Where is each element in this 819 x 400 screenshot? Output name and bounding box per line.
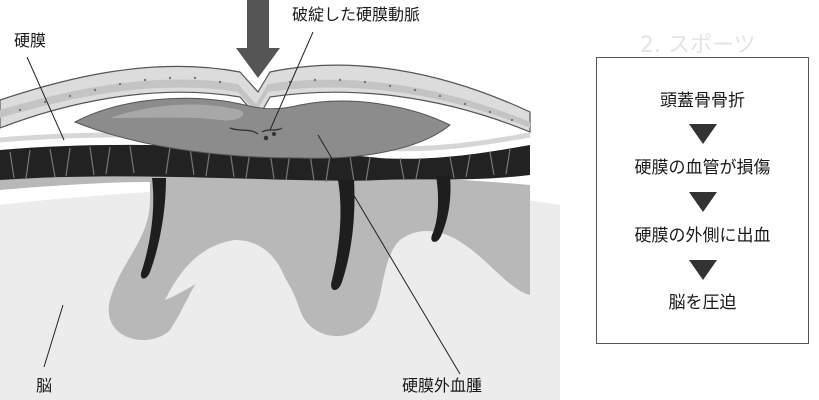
label-hematoma: 硬膜外血腫 [402, 377, 482, 395]
flow-step-brain-compression: 脳を圧迫 [597, 293, 808, 313]
flow-step-vessel-injury: 硬膜の血管が損傷 [597, 158, 808, 178]
label-dura: 硬膜 [14, 32, 46, 50]
down-triangle-icon [689, 124, 717, 144]
label-brain: 脳 [36, 377, 52, 395]
header-watermark: 2. スポーツ [640, 33, 756, 58]
flow-step-extradural-bleed: 硬膜の外側に出血 [597, 226, 808, 246]
down-triangle-icon [689, 260, 717, 280]
down-triangle-icon [689, 192, 717, 212]
label-ruptured-artery: 破綻した硬膜動脈 [292, 6, 420, 24]
flow-step-skull-fracture: 頭蓋骨骨折 [597, 91, 808, 111]
impact-arrow-icon [236, 0, 280, 78]
mechanism-flowchart: 頭蓋骨骨折 硬膜の血管が損傷 硬膜の外側に出血 脳を圧迫 [596, 57, 809, 344]
